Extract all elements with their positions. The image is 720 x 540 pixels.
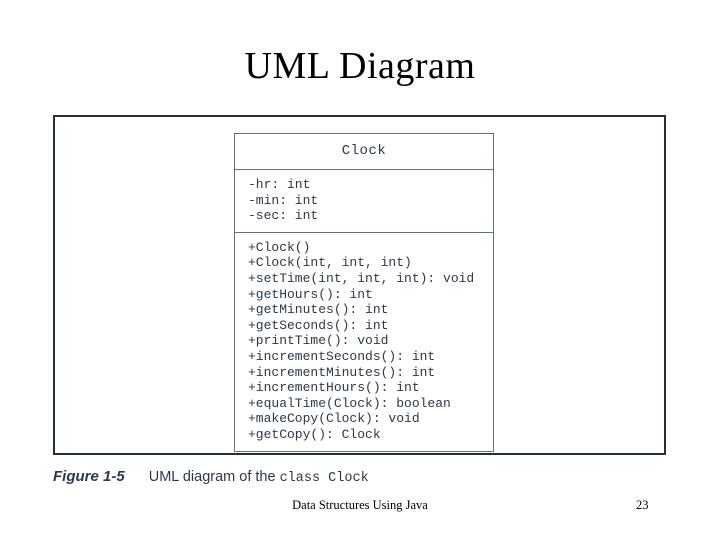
footer-page-number: 23 (636, 498, 649, 512)
figure-caption-label: Figure 1-5 (53, 468, 125, 485)
uml-attribute-row: -hr: int (248, 177, 311, 192)
figure-caption-code: class Clock (279, 471, 369, 486)
uml-method-row: +equalTime(Clock): boolean (248, 395, 451, 411)
uml-class-box: Clock -hr: int -min: int -sec: int +Cloc… (234, 133, 494, 452)
page-title: UML Diagram (244, 45, 476, 87)
uml-method-row: +printTime(): void (248, 333, 389, 349)
uml-method-row: +getCopy(): Clock (248, 426, 381, 442)
uml-method-row: +Clock(int, int, int) (248, 255, 412, 271)
uml-methods-compartment: +Clock() +Clock(int, int, int) +setTime(… (235, 233, 493, 451)
uml-method-row: +incrementSeconds(): int (248, 348, 436, 364)
figure-caption: Figure 1-5 UML diagram of the class Cloc… (53, 468, 666, 486)
uml-method-row: +setTime(int, int, int): void (248, 270, 475, 286)
figure-frame: Clock -hr: int -min: int -sec: int +Cloc… (53, 115, 666, 455)
uml-attribute-row: -min: int (248, 192, 319, 208)
uml-attribute-row: -sec: int (248, 208, 319, 224)
uml-method-row: +getMinutes(): int (248, 302, 389, 318)
uml-method-row: +getSeconds(): int (248, 317, 389, 333)
uml-method-row: +Clock() (248, 239, 311, 255)
uml-method-row: +incrementHours(): int (248, 380, 420, 396)
uml-method-row: +incrementMinutes(): int (248, 364, 436, 380)
uml-attributes-compartment: -hr: int -min: int -sec: int (235, 170, 493, 233)
uml-class-name: Clock (235, 134, 493, 170)
uml-method-row: +getHours(): int (248, 286, 373, 302)
uml-method-row: +makeCopy(Clock): void (248, 411, 420, 427)
figure-caption-text: UML diagram of the (148, 469, 280, 485)
footer-book-title: Data Structures Using Java (292, 498, 428, 512)
